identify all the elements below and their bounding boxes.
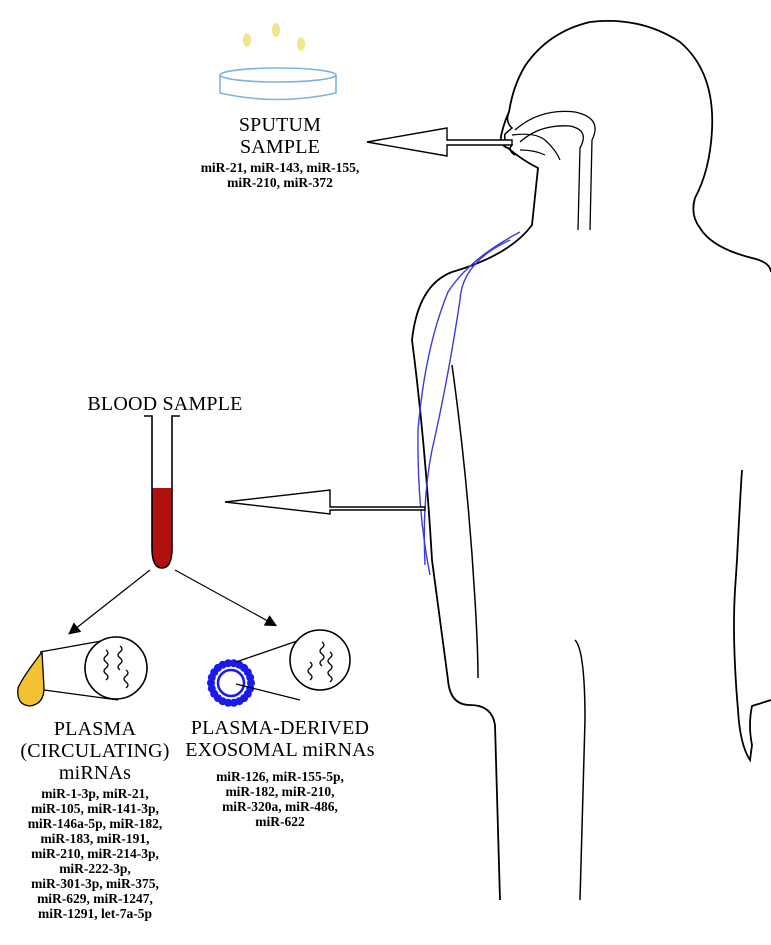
plasma-mirna-line: miR-1291, let-7a-5p <box>0 906 190 921</box>
torso-bottom <box>575 640 585 900</box>
plasma-mirna-line: miR-222-3p, <box>0 861 190 876</box>
exosomal-mirna-line: miR-320a, miR-486, <box>170 799 390 814</box>
plasma-mirna-line: miR-629, miR-1247, <box>0 891 190 906</box>
petri-dish <box>220 68 336 100</box>
exosomal-title-line: PLASMA-DERIVED <box>170 717 390 739</box>
sputum-mirna-line: miR-210, miR-372 <box>160 175 400 190</box>
inner-arm-left <box>452 365 478 678</box>
sputum-mirna-list: miR-21, miR-143, miR-155, miR-210, miR-3… <box>160 160 400 190</box>
sputum-title-line1: SPUTUM <box>160 114 400 136</box>
plasma-mirna-line: miR-146a-5p, miR-182, <box>0 816 190 831</box>
plasma-mirna-line: miR-105, miR-141-3p, <box>0 801 190 816</box>
exosomal-title-line: EXOSOMAL miRNAs <box>170 739 390 761</box>
plasma-mirna-line: miR-210, miR-214-3p, <box>0 846 190 861</box>
exosome-membrane-bead <box>246 673 254 681</box>
plasma-mirna-line: miR-183, miR-191, <box>0 831 190 846</box>
plasma-mirna-list: miR-1-3p, miR-21, miR-105, miR-141-3p, m… <box>0 786 190 921</box>
plasma-magnifier-circle <box>85 637 147 699</box>
sputum-title-line2: SAMPLE <box>160 136 400 158</box>
blood-vessel-2 <box>424 240 510 565</box>
sputum-drops <box>243 23 305 51</box>
airway-outer <box>515 111 595 230</box>
exosomal-mirna-list: miR-126, miR-155-5p, miR-182, miR-210, m… <box>170 769 390 829</box>
sputum-label: SPUTUM SAMPLE miR-21, miR-143, miR-155, … <box>160 114 400 190</box>
exosomal-mirna-line: miR-126, miR-155-5p, <box>170 769 390 784</box>
exosomal-mirna-line: miR-182, miR-210, <box>170 784 390 799</box>
test-tube <box>144 416 180 568</box>
sputum-mirna-line: miR-21, miR-143, miR-155, <box>160 160 400 175</box>
plasma-title-line: miRNAs <box>0 762 190 784</box>
plasma-mirna-line: miR-301-3p, miR-375, <box>0 876 190 891</box>
exosome-icon <box>207 659 255 707</box>
exosomal-label: PLASMA-DERIVED EXOSOMAL miRNAs miR-126, … <box>170 717 390 829</box>
arrow-to-plasma <box>70 570 150 633</box>
airway-inner <box>520 126 583 230</box>
human-body-right-side <box>734 470 771 760</box>
plasma-title-line: (CIRCULATING) <box>0 740 190 762</box>
plasma-label: PLASMA (CIRCULATING) miRNAs miR-1-3p, mi… <box>0 718 190 921</box>
plasma-drop-icon <box>18 652 44 706</box>
plasma-mirna-line: miR-1-3p, miR-21, <box>0 786 190 801</box>
exosomal-mirna-line: miR-622 <box>170 814 390 829</box>
blood-sample-title: BLOOD SAMPLE <box>60 393 270 415</box>
plasma-title-line: PLASMA <box>0 718 190 740</box>
blood-arrow <box>225 490 425 514</box>
exosome-magnifier-circle <box>290 630 350 690</box>
arrow-to-exosomes <box>175 570 275 625</box>
